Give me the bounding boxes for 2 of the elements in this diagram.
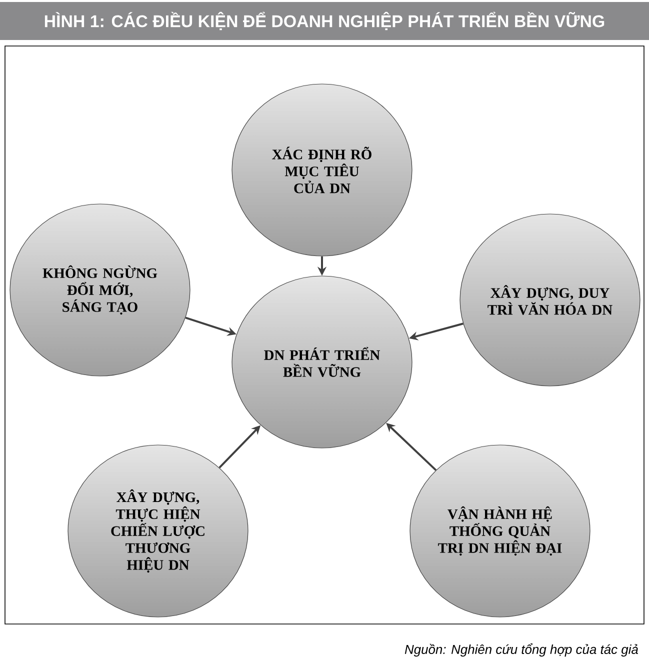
source-note: Nguồn: Nghiên cứu tổng hợp của tác giả [404, 643, 638, 657]
title-bar: HÌNH 1: CÁC ĐIỀU KIỆN ĐỂ DOANH NGHIỆP PHÁT TRIỂN BỀN VỮNG [0, 2, 649, 40]
